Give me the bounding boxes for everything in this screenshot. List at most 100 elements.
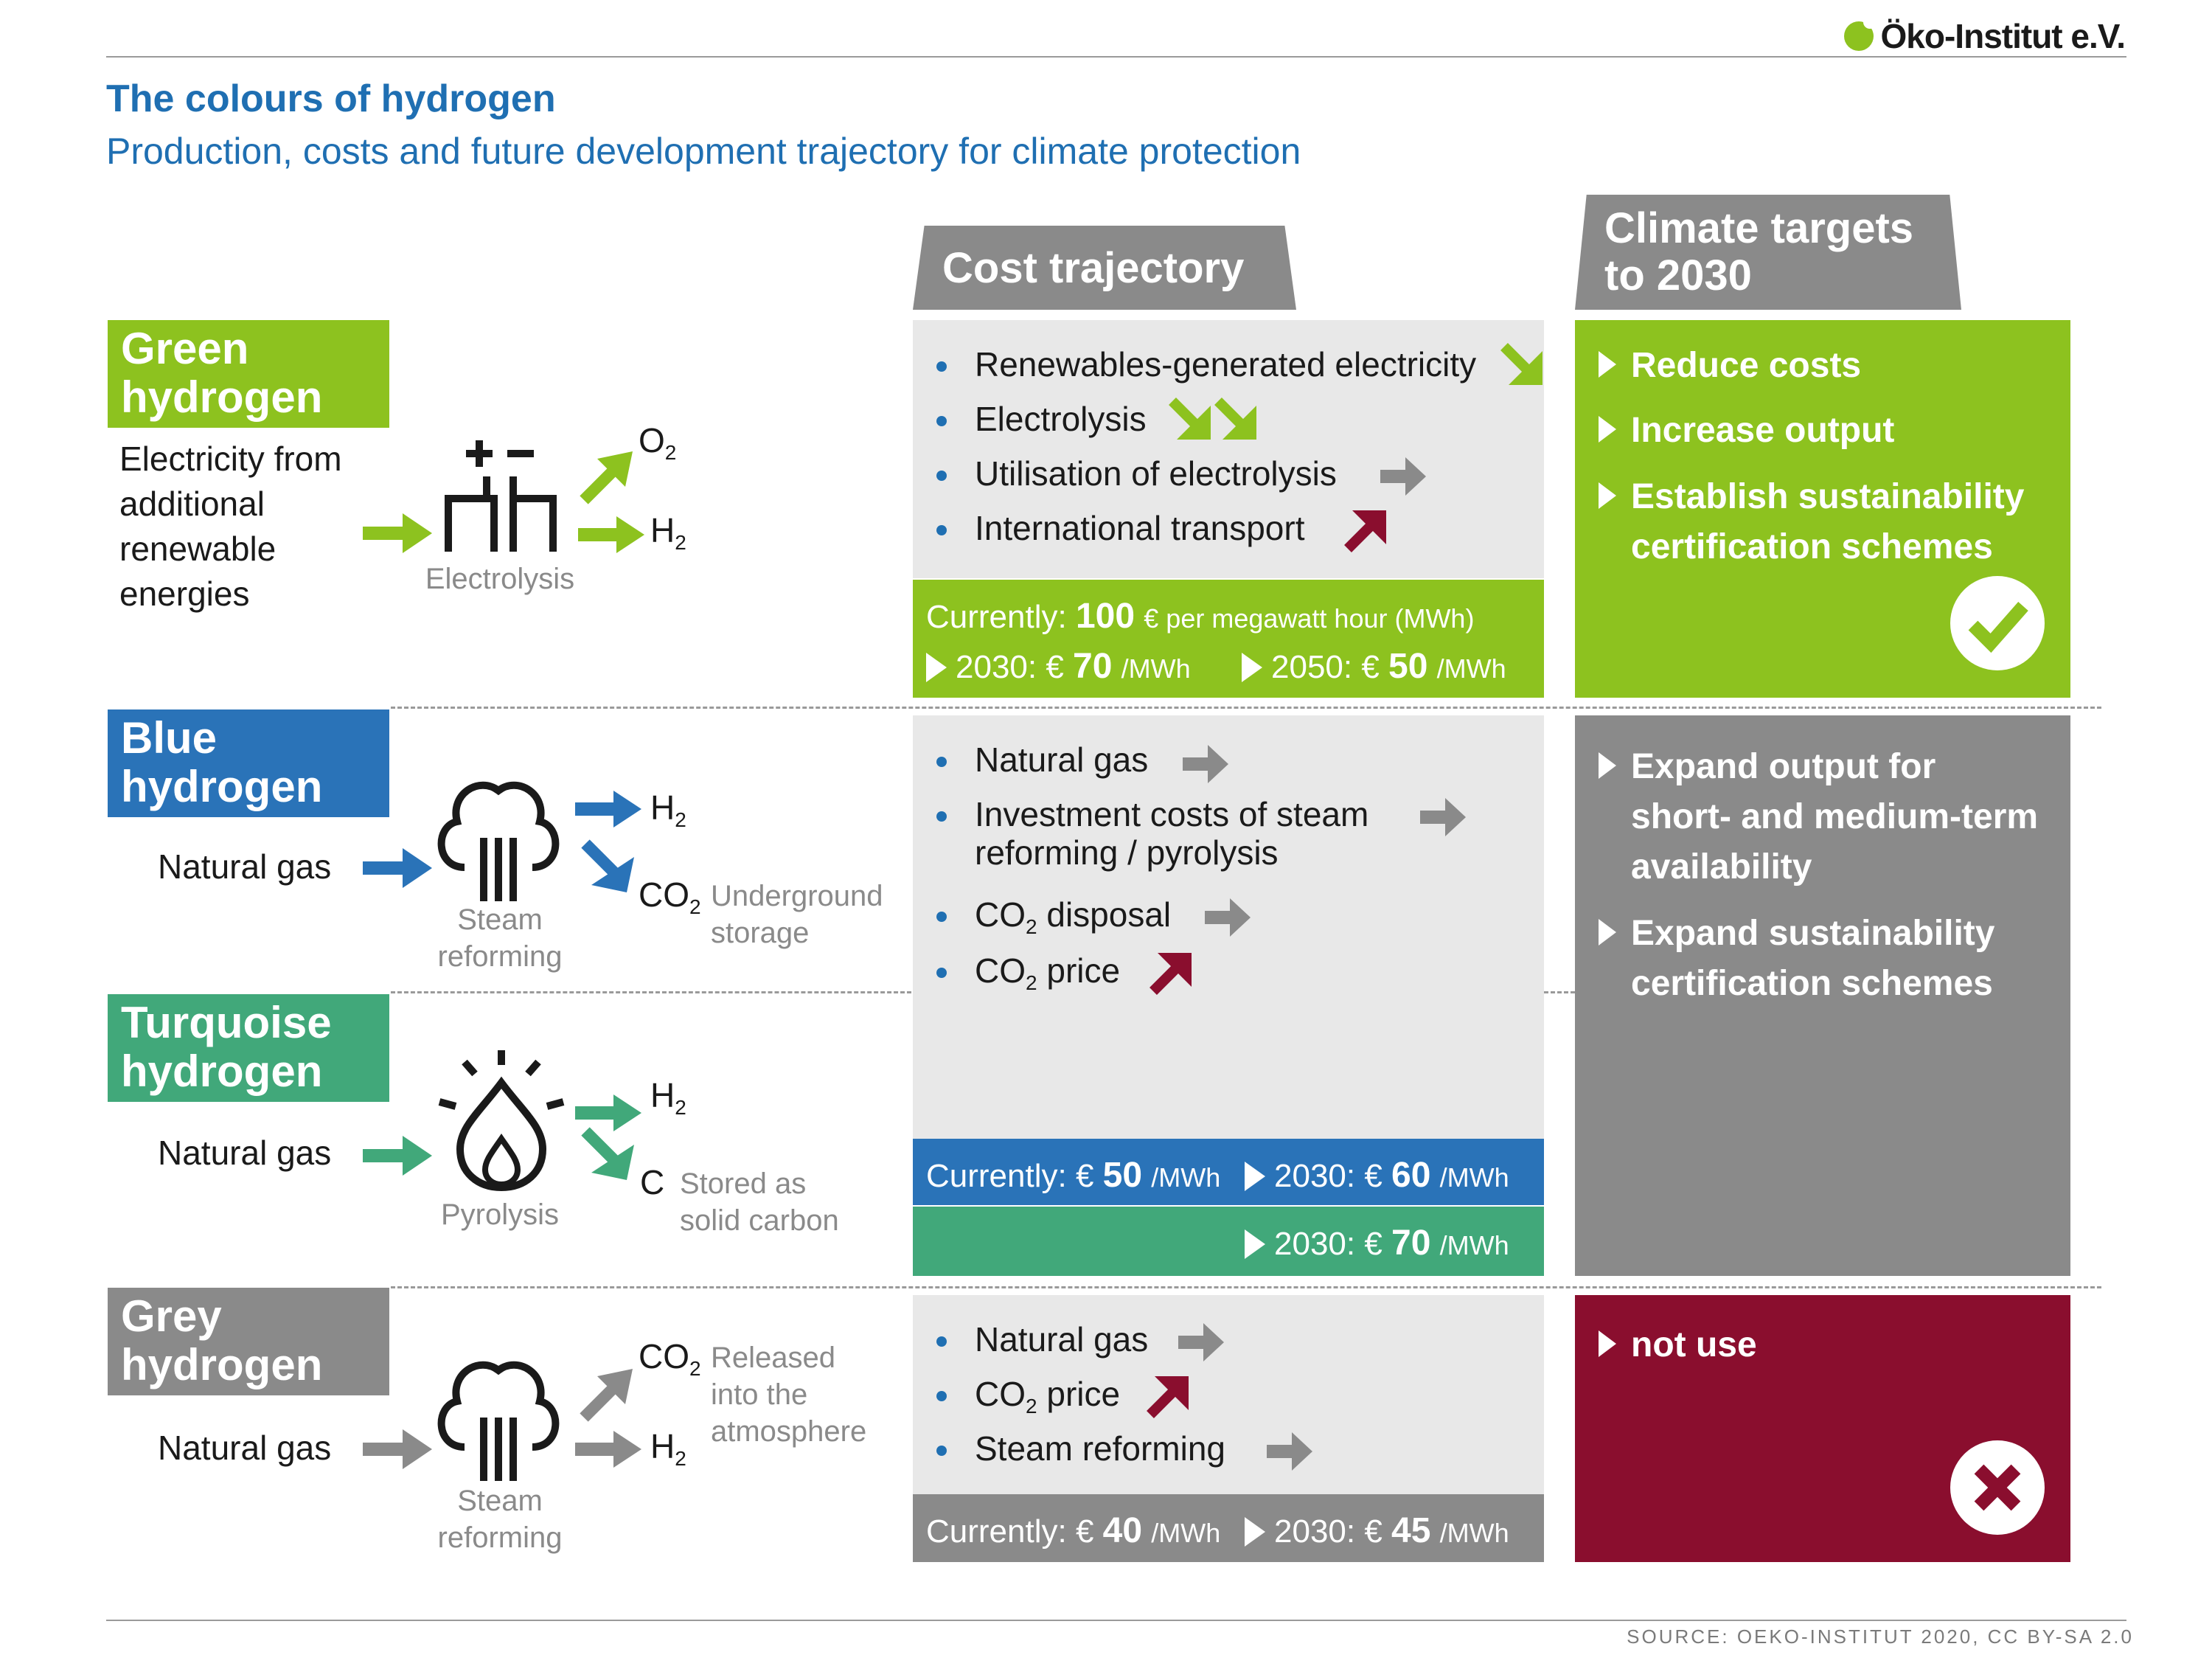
green-cost-2030: 2030: € 70 /MWh (926, 646, 1191, 687)
green-bullet-transport: International transport (936, 509, 1305, 547)
logo-text: Öko-Institut e.V. (1880, 17, 2126, 55)
steam-reforming-icon (437, 1361, 560, 1481)
separator-blue-turquoise-right (1544, 991, 1575, 993)
green-cost-current: Currently: 100 € per megawatt hour (MWh) (926, 597, 1475, 636)
turquoise-c-arrow-icon (581, 1127, 634, 1180)
page-subtitle: Production, costs and future development… (106, 131, 1301, 172)
grey-h2-arrow-icon (575, 1431, 641, 1468)
trend-flat-icon (1178, 1323, 1224, 1361)
green-bullet-renewables: Renewables-generated electricity (936, 345, 1477, 384)
pyrolysis-label: Pyrolysis (440, 1198, 560, 1231)
trend-flat-icon (1420, 798, 1466, 836)
green-target-increase-output: Increase output (1599, 406, 1894, 456)
trend-down-icon (1214, 398, 1256, 440)
grey-cost-panel (913, 1295, 1544, 1494)
grey-bullet-co2-price: CO2 price (936, 1375, 1120, 1426)
turquoise-h2: H2 (650, 1076, 686, 1120)
blue-h2-arrow-icon (575, 791, 641, 828)
turquoise-cost-box (913, 1207, 1544, 1276)
blue-co2: CO2 (639, 875, 701, 919)
grey-co2: CO2 (639, 1337, 701, 1381)
turquoise-input-arrow-icon (363, 1136, 432, 1176)
green-cost-2050: 2050: € 50 /MWh (1242, 646, 1506, 687)
trend-up-icon (1147, 1376, 1189, 1418)
trend-flat-icon (1205, 898, 1251, 937)
grey-co2-arrow-icon (580, 1369, 633, 1422)
green-input-arrow-icon (363, 513, 432, 553)
blue-turquoise-cost-panel (913, 715, 1544, 1139)
grey-target-not-use: not use (1599, 1320, 1757, 1370)
blue-bullet-co2-disposal: CO2 disposal (936, 895, 1171, 946)
steam-reforming-icon (437, 781, 560, 901)
blue-h2: H2 (650, 788, 686, 832)
electrolysis-label: Electrolysis (425, 563, 575, 595)
grey-input-arrow-icon (363, 1429, 432, 1469)
header-rule (106, 56, 2126, 58)
trend-up-icon (1344, 510, 1386, 552)
blue-bullet-co2-price: CO2 price (936, 951, 1120, 1002)
green-o2-arrow-icon (580, 451, 633, 504)
blue-cost-box (913, 1139, 1544, 1205)
blue-source: Natural gas (158, 847, 332, 886)
electrolysis-icon (445, 440, 557, 552)
separator-blue-turquoise (391, 991, 911, 993)
grey-bullet-natural-gas: Natural gas (936, 1320, 1149, 1359)
cross-icon (1950, 1440, 2045, 1535)
source-credit: SOURCE: OEKO-INSTITUT 2020, CC BY-SA 2.0 (1627, 1625, 2134, 1648)
climate-targets-header: Climate targets to 2030 (1575, 195, 1961, 310)
grey-cost-current: Currently: € 40 /MWh (926, 1511, 1221, 1550)
logo: Öko-Institut e.V. (1843, 15, 2126, 56)
blue-cost-current: Currently: € 50 /MWh (926, 1156, 1221, 1195)
cost-trajectory-header: Cost trajectory (913, 226, 1296, 310)
trend-flat-icon (1380, 457, 1426, 496)
logo-leaf-icon (1843, 15, 1877, 51)
trend-down-icon (1169, 398, 1211, 440)
green-source: Electricity from additional renewable en… (119, 440, 342, 613)
trend-down-icon (1500, 343, 1543, 385)
green-bullet-electrolysis: Electrolysis (936, 400, 1147, 438)
footer-rule (106, 1620, 2126, 1621)
green-target-reduce-costs: Reduce costs (1599, 341, 1861, 391)
blue-turquoise-targets-panel (1575, 715, 2070, 1276)
pyrolysis-flame-icon (438, 1050, 565, 1192)
turquoise-cost-2030: 2030: € 70 /MWh (1245, 1223, 1509, 1263)
green-h2: H2 (650, 511, 686, 555)
grey-bullet-steam-reforming: Steam reforming (936, 1429, 1226, 1468)
blue-input-arrow-icon (363, 848, 432, 888)
grey-source: Natural gas (158, 1429, 332, 1467)
grey-cost-box (913, 1494, 1544, 1562)
turquoise-source: Natural gas (158, 1134, 332, 1172)
blue-co2-arrow-icon (581, 839, 634, 892)
grey-cost-2030: 2030: € 45 /MWh (1245, 1510, 1509, 1551)
green-cost-box (913, 580, 1544, 698)
separator-green-blue (391, 707, 2101, 709)
trend-flat-icon (1267, 1432, 1312, 1471)
blue-bullet-natural-gas: Natural gas (936, 740, 1149, 779)
trend-flat-icon (1183, 745, 1228, 783)
turquoise-c: C (640, 1163, 665, 1201)
green-cost-panel (913, 320, 1544, 578)
trend-up-icon (1150, 953, 1192, 995)
blue-cost-2030: 2030: € 60 /MWh (1245, 1155, 1509, 1196)
separator-turquoise-grey (391, 1286, 2101, 1288)
green-h2-arrow-icon (578, 516, 644, 553)
green-o2: O2 (639, 421, 677, 465)
green-bullet-utilisation: Utilisation of electrolysis (936, 454, 1337, 493)
turquoise-h2-arrow-icon (575, 1094, 641, 1131)
checkmark-icon (1950, 576, 2045, 670)
grey-h2: H2 (650, 1427, 686, 1471)
page-title: The colours of hydrogen (106, 77, 556, 120)
